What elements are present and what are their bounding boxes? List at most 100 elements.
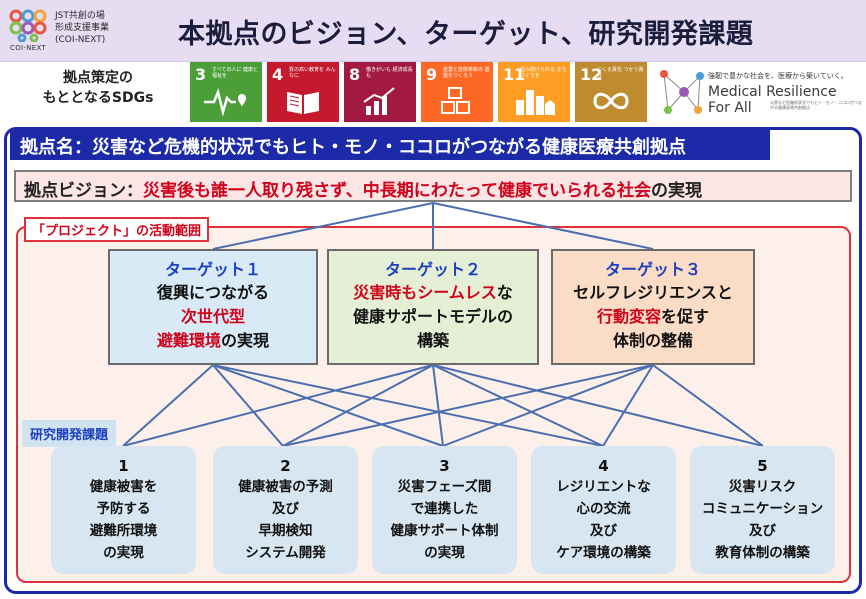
- target-line-highlight: 行動変容: [596, 307, 661, 326]
- task-number: 2: [280, 457, 291, 475]
- target-line-highlight: 災害時もシームレス: [353, 283, 497, 302]
- target-line: 復興につながる: [156, 283, 269, 302]
- task-line: 避難所環境: [89, 523, 158, 539]
- sdg-tile-8: 8 働きがいも 経済成長も: [344, 62, 416, 122]
- task-number: 4: [598, 457, 609, 475]
- target-line: 健康サポートモデルの: [352, 307, 513, 326]
- target-task-link: [122, 364, 214, 447]
- task-number: 5: [757, 457, 768, 475]
- project-scope-tag: 「プロジェクト」の活動範囲: [24, 217, 210, 242]
- mra-network-logo: [660, 70, 704, 114]
- target-task-link: [212, 364, 284, 447]
- target-title: ターゲット１: [164, 260, 261, 279]
- task-line: の実現: [424, 545, 465, 561]
- task-line: 災害フェーズ間: [397, 479, 492, 495]
- task-line: の実現: [103, 545, 144, 561]
- mra-subtext: 災害など危機的状況でもヒト・モノ・ココロがつながる健康医療共創拠点: [770, 100, 862, 110]
- book-icon: [287, 92, 319, 114]
- target-line: 次世代型: [180, 307, 245, 326]
- task-line: 予防する: [96, 501, 151, 517]
- sdg-tile-9: 9 産業と技術革新の 基盤をつくろう: [421, 62, 493, 122]
- target-line: 災害時もシームレスな: [329, 281, 537, 305]
- task-line: 教育体制の構築: [715, 545, 810, 561]
- vision-target-link: [212, 202, 434, 250]
- sdg-tile-11: 11 住み続けられる まちづくりを: [498, 62, 570, 122]
- sdg-tile-3: 3 すべての人に 健康と福祉を: [190, 62, 262, 122]
- target-task-link: [432, 364, 764, 447]
- sdg-text: つくる責任 つかう責任: [597, 67, 644, 79]
- sdg-label-line: もととなるSDGs: [42, 90, 154, 106]
- target-2-box: ターゲット２ 災害時もシームレスな 健康サポートモデルの 構築: [327, 249, 539, 365]
- task-line: 及び: [749, 523, 776, 539]
- sdg-number: 12: [580, 65, 603, 84]
- task-line: ケア環境の構築: [556, 545, 651, 561]
- target-line-rest: を促す: [661, 307, 710, 326]
- vision-target-link: [432, 202, 654, 250]
- task-line: システム開発: [245, 545, 326, 561]
- sdg-number: 3: [195, 65, 207, 84]
- target-task-link: [212, 364, 444, 447]
- target-line: 体制の整備: [612, 331, 693, 350]
- task-line: で連携した: [410, 501, 479, 517]
- sdg-text: すべての人に 健康と福祉を: [212, 67, 259, 79]
- mra-name-line: For All: [708, 100, 752, 116]
- sdg-label: 拠点策定の もととなるSDGs: [18, 68, 178, 108]
- vision-label: 拠点ビジョン：: [24, 181, 143, 201]
- task-3-box: 3 災害フェーズ間 で連携した 健康サポート体制 の実現: [372, 446, 517, 574]
- mra-name: Medical Resilience For All: [708, 84, 837, 116]
- target-line: 避難環境の実現: [110, 329, 316, 353]
- task-line: コミュニケーション: [701, 501, 824, 517]
- target-line-rest: な: [496, 283, 513, 302]
- target-task-link: [282, 364, 434, 447]
- main-frame: [4, 127, 862, 594]
- task-line: 災害リスク: [728, 479, 797, 495]
- target-task-link: [282, 364, 654, 447]
- target-line: セルフレジリエンスと: [573, 283, 733, 302]
- target-task-link: [602, 364, 654, 447]
- task-line: 健康サポート体制: [390, 523, 499, 539]
- sdg-text: 産業と技術革新の 基盤をつくろう: [443, 67, 490, 79]
- logo-line: 形成支援事業: [55, 23, 110, 33]
- target-line: 行動変容を促す: [553, 305, 753, 329]
- heartbeat-icon: [204, 87, 246, 116]
- task-2-box: 2 健康被害の予測 及び 早期検知 システム開発: [213, 446, 358, 574]
- header-bar: [0, 0, 866, 62]
- task-line: 心の交流: [576, 501, 631, 517]
- logo-caption: COI-NEXT: [10, 44, 46, 52]
- task-line: 健康被害の予測: [238, 479, 333, 495]
- logo-line: JST共創の場: [55, 11, 105, 21]
- vision-suffix: の実現: [650, 181, 702, 201]
- target-line: 構築: [416, 331, 449, 350]
- task-line: 及び: [590, 523, 617, 539]
- target-task-link: [432, 364, 604, 447]
- target-task-link: [212, 364, 604, 447]
- sdg-text: 働きがいも 経済成長も: [366, 67, 413, 79]
- task-4-box: 4 レジリエントな 心の交流 及び ケア環境の構築: [531, 446, 676, 574]
- sdg-tile-12: 12 つくる責任 つかう責任: [575, 62, 647, 122]
- target-1-box: ターゲット１ 復興につながる 次世代型 避難環境の実現: [108, 249, 318, 365]
- sdg-number: 4: [272, 65, 284, 84]
- sdg-text: 住み続けられる まちづくりを: [520, 67, 567, 79]
- rd-tasks-tag: 研究開発課題: [22, 420, 117, 447]
- task-line: 健康被害を: [89, 479, 158, 495]
- sdg-text: 質の高い教育を みんなに: [289, 67, 336, 79]
- target-3-box: ターゲット３ セルフレジリエンスと 行動変容を促す 体制の整備: [551, 249, 755, 365]
- hub-name-banner: 拠点名：災害など危機的状況でもヒト・モノ・ココロがつながる健康医療共創拠点: [10, 130, 770, 160]
- page-title: 本拠点のビジョン、ターゲット、研究開発課題: [178, 19, 754, 50]
- vision-box: 拠点ビジョン：災害後も誰一人取り残さず、中長期にわたって健康でいられる社会の実現: [14, 170, 852, 202]
- task-5-box: 5 災害リスク コミュニケーション 及び 教育体制の構築: [690, 446, 835, 574]
- mra-tagline: 強靭で豊かな社会を、医療から築いていく。: [708, 72, 848, 80]
- task-line: 早期検知: [258, 523, 313, 539]
- target-task-link: [442, 364, 654, 447]
- vision-text: 災害後も誰一人取り残さず、中長期にわたって健康でいられる社会: [143, 181, 651, 201]
- task-number: 1: [118, 457, 129, 475]
- task-line: レジリエントな: [556, 479, 651, 495]
- task-line: 及び: [272, 501, 299, 517]
- target-task-link: [652, 364, 764, 447]
- sdg-number: 11: [503, 65, 526, 84]
- target-title: ターゲット２: [384, 260, 481, 279]
- target-line-rest: の実現: [221, 331, 270, 350]
- target-line-highlight: 避難環境: [156, 331, 221, 350]
- sdg-label-line: 拠点策定の: [63, 70, 133, 86]
- target-task-link: [432, 364, 444, 447]
